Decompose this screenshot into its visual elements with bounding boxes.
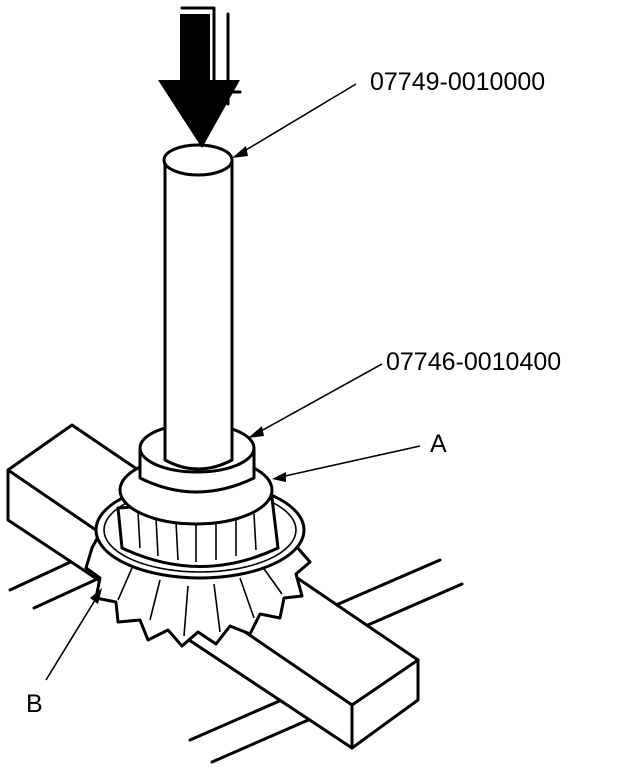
callout-driver-tool: 07749-0010000 [370, 68, 545, 96]
callout-attachment-tool: 07746-0010400 [386, 348, 561, 376]
press-arrow-icon [158, 6, 242, 148]
leader-lines [45, 83, 421, 681]
callout-part-b: B [26, 690, 43, 718]
driver-07749 [162, 143, 234, 471]
callout-part-a: A [430, 430, 447, 458]
